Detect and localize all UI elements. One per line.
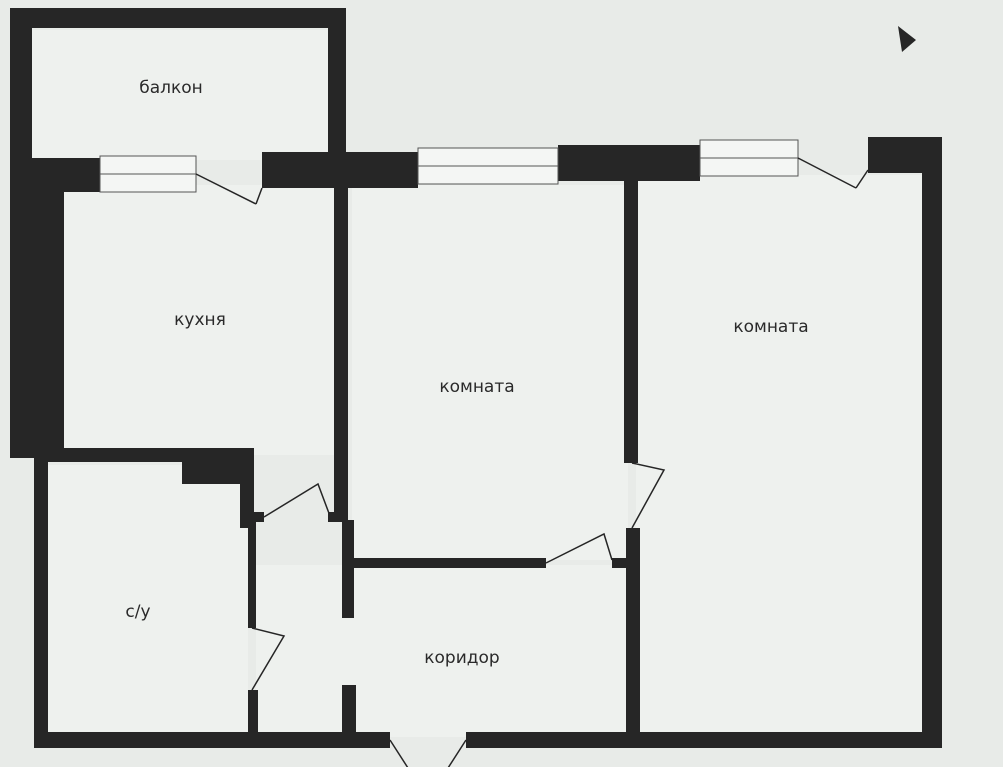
walls xyxy=(10,8,942,748)
door-room1 xyxy=(545,532,613,564)
room1-floor xyxy=(352,185,628,560)
room2-floor xyxy=(636,175,926,740)
door-bathroom xyxy=(251,627,286,691)
balcony-floor xyxy=(24,30,330,160)
wall-bath-stub xyxy=(240,512,264,522)
wall-corridor-left-bottom xyxy=(342,685,356,737)
wall-bottom-left xyxy=(34,732,390,748)
wall-bath-right-lower xyxy=(248,520,256,628)
bathroom-floor xyxy=(48,465,248,735)
door-room2 xyxy=(631,462,666,529)
wall-kitchen-stub xyxy=(328,512,348,522)
doors xyxy=(195,157,869,767)
door-room2-balcony xyxy=(797,157,869,189)
wall-corridor-stub xyxy=(612,558,636,568)
wall-kitchen-room1 xyxy=(334,170,348,522)
play-arrow-icon[interactable] xyxy=(898,26,916,52)
window-room1 xyxy=(417,147,559,185)
floor-areas xyxy=(24,30,926,740)
door-kitchen xyxy=(263,482,331,518)
room-2-label: комната xyxy=(733,317,809,337)
wall-bottom-right xyxy=(466,732,942,748)
wall-balcony-top xyxy=(10,8,346,28)
wall-room1-left-lower xyxy=(342,520,354,618)
wall-bath-right-bottom xyxy=(248,690,258,738)
wall-left-lower xyxy=(34,455,48,745)
window-kitchen xyxy=(99,155,197,193)
wall-balcony-left xyxy=(10,8,32,188)
corridor-floor xyxy=(256,565,628,737)
bathroom-label: с/у xyxy=(125,602,151,622)
wall-balcony-right xyxy=(328,8,346,168)
door-entrance xyxy=(389,739,467,767)
wall-room1-room2-upper xyxy=(624,175,638,463)
wall-bath-right-upper xyxy=(240,448,254,528)
windows xyxy=(99,139,799,193)
kitchen-floor xyxy=(58,185,348,455)
wall-room1-room2-lower xyxy=(626,528,640,733)
wall-room1-bottom xyxy=(348,558,546,568)
door-balcony xyxy=(195,173,263,205)
kitchen-label: кухня xyxy=(174,310,226,330)
room-1-label: комната xyxy=(439,377,515,397)
corridor-label: коридор xyxy=(424,648,500,668)
wall-right xyxy=(922,137,942,747)
balcony-label: балкон xyxy=(139,78,203,98)
wall-left-upper xyxy=(10,158,64,458)
window-room2 xyxy=(699,139,799,177)
